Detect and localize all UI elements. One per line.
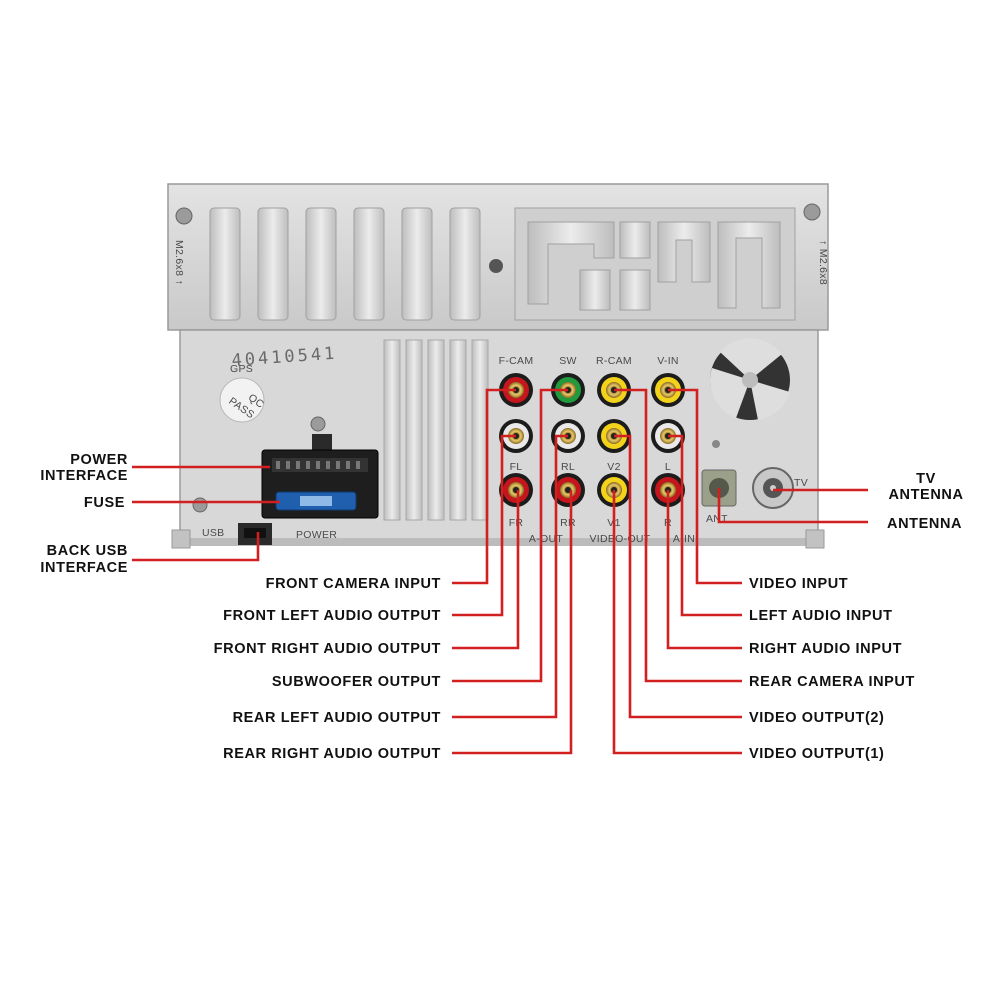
jack-label-mid: L xyxy=(665,461,671,473)
back-usb-label-2: INTERFACE xyxy=(40,560,128,576)
left-labels: POWER INTERFACE FUSE BACK USB INTERFACE xyxy=(40,452,128,576)
jack-label-mid: FL xyxy=(510,461,523,473)
power-connector xyxy=(261,434,379,519)
fan-icon xyxy=(709,338,790,420)
fr-jack xyxy=(499,473,533,507)
heatsink-fins xyxy=(209,207,796,521)
front-left-audio-output-label: FRONT LEFT AUDIO OUTPUT xyxy=(223,608,441,624)
tv-antenna-label-2: ANTENNA xyxy=(888,487,963,503)
power-label: POWER xyxy=(296,529,337,541)
jack-label-bottom: FR xyxy=(509,517,524,529)
screw-icon xyxy=(175,203,821,513)
usb-port xyxy=(238,523,272,545)
jack-label-mid: V2 xyxy=(607,461,620,473)
video-output-2-label: VIDEO OUTPUT(2) xyxy=(749,710,884,726)
subwoofer-output-label: SUBWOOFER OUTPUT xyxy=(272,674,441,690)
fuse-label: FUSE xyxy=(84,495,125,511)
front-camera-input-label: FRONT CAMERA INPUT xyxy=(266,576,441,592)
front-right-audio-output-label: FRONT RIGHT AUDIO OUTPUT xyxy=(214,641,441,657)
jack-label-top: SW xyxy=(559,355,577,367)
tv-label: TV xyxy=(794,477,808,489)
rr-jack xyxy=(551,473,585,507)
jack-group-label: A-OUT xyxy=(529,533,563,545)
right-top-labels: TV ANTENNA ANTENNA xyxy=(887,471,963,532)
video-input-label: VIDEO INPUT xyxy=(749,576,848,592)
power-interface-label: POWER xyxy=(70,452,128,468)
jack-label-mid: RL xyxy=(561,461,575,473)
left-audio-input-label: LEFT AUDIO INPUT xyxy=(749,608,893,624)
callout-lines xyxy=(132,388,868,755)
jack-label-bottom: RR xyxy=(560,517,576,529)
usb-label: USB xyxy=(202,527,225,539)
tv-antenna-socket xyxy=(752,467,794,509)
rear-camera-input-label: REAR CAMERA INPUT xyxy=(749,674,915,690)
jack-group-label: VIDEO-OUT xyxy=(589,533,650,545)
video-output-1-label: VIDEO OUTPUT(1) xyxy=(749,746,884,762)
hole xyxy=(712,440,720,448)
screw-spec-right: ↑ M2.6x8 xyxy=(817,240,829,285)
jack-label-top: R-CAM xyxy=(596,355,632,367)
rear-left-audio-output-label: REAR LEFT AUDIO OUTPUT xyxy=(233,710,441,726)
tv-antenna-label: TV xyxy=(916,471,936,487)
bottom-right-labels: VIDEO INPUT LEFT AUDIO INPUT RIGHT AUDIO… xyxy=(749,576,915,762)
qc-stamp: QC PASS xyxy=(219,377,266,423)
power-interface-label-2: INTERFACE xyxy=(40,468,128,484)
jack-label-top: F-CAM xyxy=(499,355,534,367)
jack-label-top: V-IN xyxy=(657,355,679,367)
antenna-label: ANTENNA xyxy=(887,516,962,532)
gps-label: GPS xyxy=(230,363,253,375)
rear-right-audio-output-label: REAR RIGHT AUDIO OUTPUT xyxy=(223,746,441,762)
jack-group-label: A-IN xyxy=(673,533,695,545)
screw-spec-left: M2.6x8 ↑ xyxy=(173,240,185,285)
right-audio-input-label: RIGHT AUDIO INPUT xyxy=(749,641,902,657)
back-usb-label: BACK USB xyxy=(47,543,128,559)
bottom-left-labels: FRONT CAMERA INPUT FRONT LEFT AUDIO OUTP… xyxy=(214,576,441,762)
